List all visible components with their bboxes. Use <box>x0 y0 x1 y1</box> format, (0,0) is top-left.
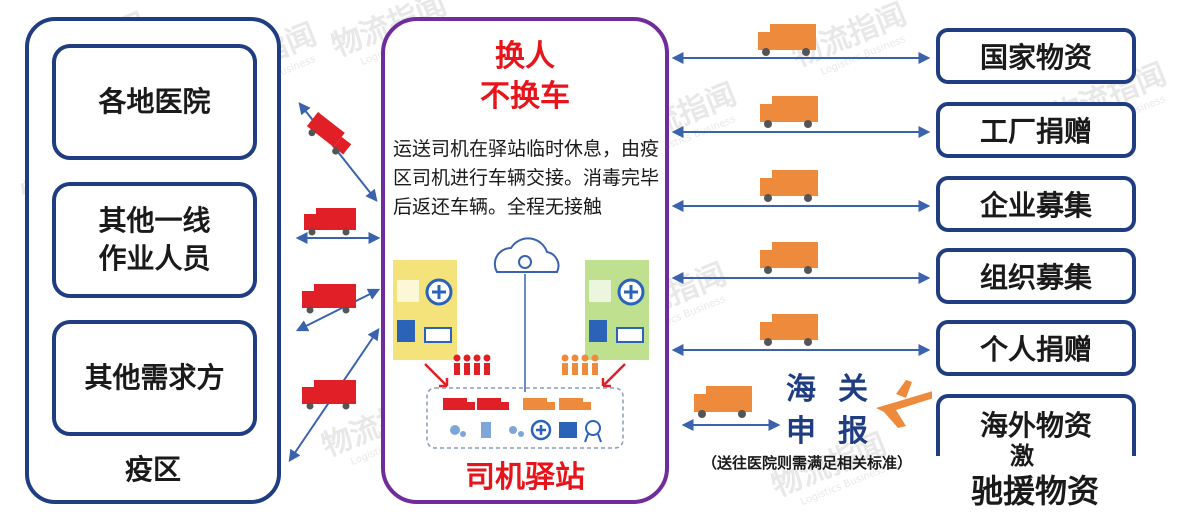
hospital-standard-note: （送往医院则需满足相关标准） <box>701 454 912 472</box>
other-demand-label: 其他需求方 <box>84 361 225 394</box>
overseas-overlay-char: 激 <box>1010 442 1034 470</box>
overseas-supplies-box: 海外物资 <box>936 394 1136 456</box>
station-label: 司机驿站 <box>465 460 585 495</box>
organization-raised-label: 组织募集 <box>979 261 1092 294</box>
factory-donation-label: 工厂捐赠 <box>979 115 1092 148</box>
rest-building-left-icon <box>393 260 457 360</box>
right-connectors <box>671 24 932 431</box>
rest-building-right-icon <box>585 260 649 360</box>
cloud-icon <box>493 237 560 392</box>
red-truck-icon <box>302 284 356 314</box>
personal-donation-box: 个人捐赠 <box>936 320 1136 376</box>
station-title-line2: 不换车 <box>480 79 570 114</box>
hospitals-label: 各地医院 <box>98 85 211 118</box>
station-description: 运送司机在驿站临时休息，由疫区司机进行车辆交接。消毒完毕后返还车辆。全程无接触 <box>393 138 660 218</box>
enterprise-raised-label: 企业募集 <box>979 189 1092 222</box>
organization-raised-box: 组织募集 <box>936 248 1136 304</box>
orange-truck-icon <box>758 24 816 56</box>
red-truck-icon <box>306 112 352 155</box>
station-title-line1: 换人 <box>495 39 555 74</box>
orange-truck-icon <box>760 242 818 274</box>
frontline-label-line2: 作业人员 <box>98 242 211 275</box>
orange-truck-icon <box>760 96 818 128</box>
station-illustration <box>393 237 649 449</box>
drivers-group-red-icon <box>453 354 491 375</box>
customs-char-1: 海 <box>786 372 816 407</box>
aid-supplies-label: 驰援物资 <box>970 472 1099 510</box>
station-trucks-icon <box>443 398 591 410</box>
factory-donation-box: 工厂捐赠 <box>936 102 1136 158</box>
red-truck-icon <box>302 380 356 410</box>
red-truck-icon <box>304 208 356 236</box>
personal-donation-label: 个人捐赠 <box>979 333 1092 366</box>
other-demand-box: 其他需求方 <box>52 320 257 436</box>
orange-truck-icon <box>694 386 752 418</box>
left-connectors <box>288 102 381 462</box>
national-supplies-label: 国家物资 <box>979 41 1092 74</box>
customs-char-3: 申 <box>786 414 816 449</box>
orange-truck-icon <box>760 314 818 346</box>
epidemic-zone-label: 疫区 <box>124 453 181 486</box>
hospitals-box: 各地医院 <box>52 44 257 160</box>
overseas-supplies-label: 海外物资 <box>979 409 1092 442</box>
orange-truck-icon <box>760 170 818 202</box>
enterprise-raised-box: 企业募集 <box>936 176 1136 232</box>
disinfection-icons <box>450 419 602 443</box>
customs-char-4: 报 <box>838 414 868 449</box>
national-supplies-box: 国家物资 <box>936 28 1136 84</box>
frontline-label-line1: 其他一线 <box>98 204 211 237</box>
drivers-group-orange-icon <box>561 354 599 375</box>
airplane-icon <box>876 380 932 428</box>
customs-char-2: 关 <box>838 372 868 407</box>
frontline-workers-box: 其他一线 作业人员 <box>52 182 257 298</box>
